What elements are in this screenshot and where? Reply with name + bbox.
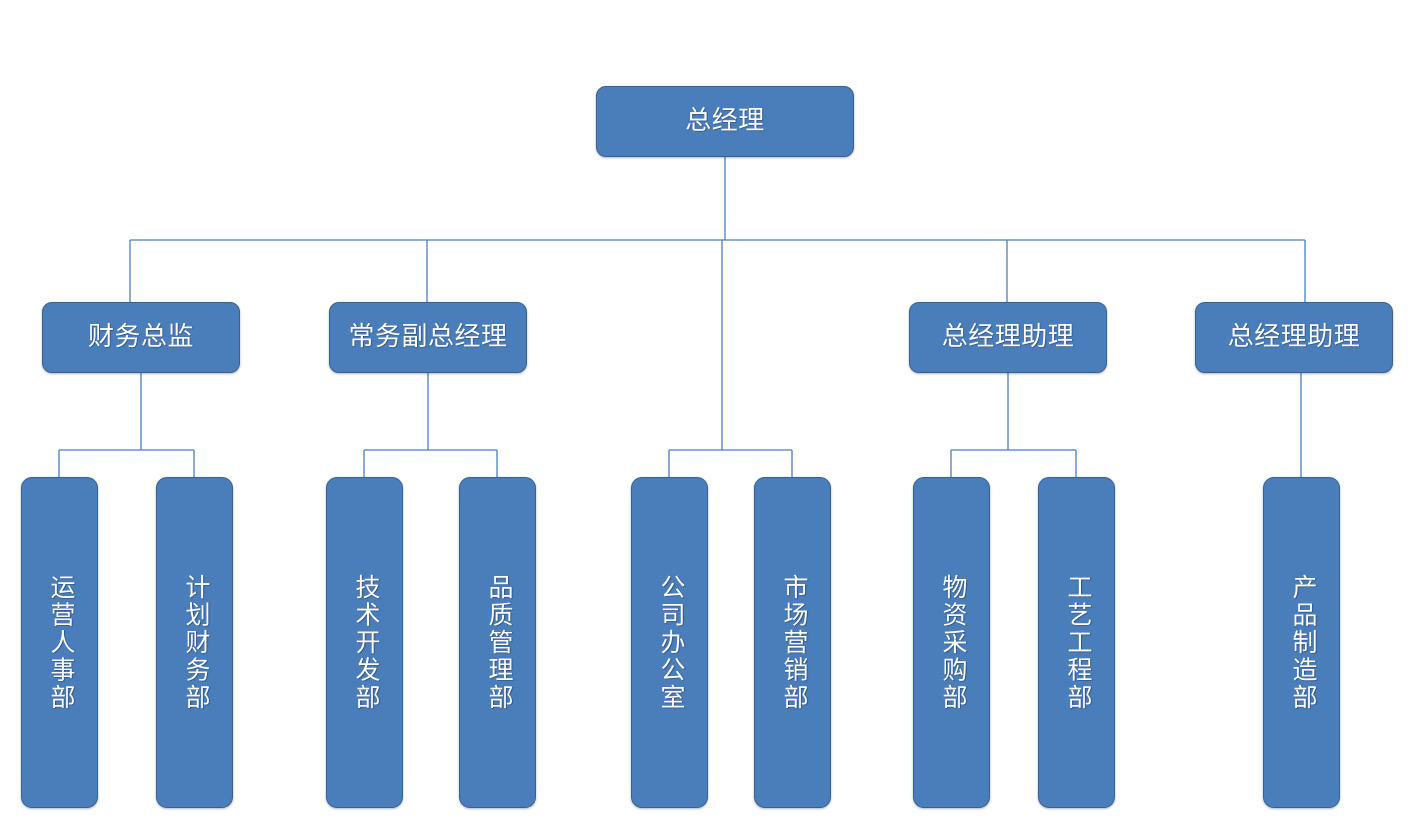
- node-label: 总经理助理: [941, 322, 1075, 352]
- node-label: 市场营销部: [780, 573, 807, 712]
- node-label: 品质管理部: [485, 573, 512, 712]
- node-department-技术开发部-2[interactable]: 技术开发部: [326, 477, 403, 808]
- node-label: 技术开发部: [352, 573, 379, 712]
- node-label: 总经理: [685, 106, 765, 136]
- node-label: 财务总监: [87, 322, 194, 352]
- node-department-工艺工程部-7[interactable]: 工艺工程部: [1038, 477, 1115, 808]
- node-label: 产品制造部: [1289, 573, 1316, 712]
- node-label: 常务副总经理: [348, 322, 508, 352]
- node-root-general-manager[interactable]: 总经理: [596, 86, 854, 157]
- node-manager-总经理助理-3[interactable]: 总经理助理: [1195, 302, 1393, 373]
- node-department-运营人事部-0[interactable]: 运营人事部: [21, 477, 98, 808]
- node-label: 计划财务部: [182, 573, 209, 712]
- node-label: 运营人事部: [47, 573, 74, 712]
- node-department-品质管理部-3[interactable]: 品质管理部: [459, 477, 536, 808]
- node-manager-总经理助理-2[interactable]: 总经理助理: [909, 302, 1107, 373]
- node-label: 物资采购部: [939, 573, 966, 712]
- node-department-物资采购部-6[interactable]: 物资采购部: [913, 477, 990, 808]
- node-department-计划财务部-1[interactable]: 计划财务部: [156, 477, 233, 808]
- node-department-市场营销部-5[interactable]: 市场营销部: [754, 477, 831, 808]
- node-label: 公司办公室: [657, 573, 684, 712]
- node-department-产品制造部-8[interactable]: 产品制造部: [1263, 477, 1340, 808]
- node-department-公司办公室-4[interactable]: 公司办公室: [631, 477, 708, 808]
- node-label: 工艺工程部: [1064, 573, 1091, 712]
- node-label: 总经理助理: [1227, 322, 1361, 352]
- node-manager-常务副总经理-1[interactable]: 常务副总经理: [329, 302, 527, 373]
- node-manager-财务总监-0[interactable]: 财务总监: [42, 302, 240, 373]
